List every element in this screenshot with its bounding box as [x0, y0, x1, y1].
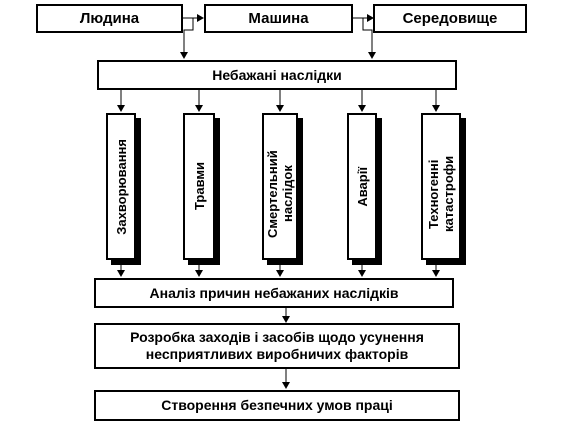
analysis-label: Аналіз причин небажаних наслідків: [149, 284, 399, 301]
machine-box: Машина: [204, 4, 353, 33]
category-diseases-box: Захворювання: [106, 113, 136, 260]
human-label: Людина: [79, 10, 140, 27]
consequences-box: Небажані наслідки: [97, 60, 457, 90]
category-fatal-label: Смертельний наслідок: [265, 150, 295, 238]
category-accidents-label: Аварії: [354, 166, 370, 207]
consequences-label: Небажані наслідки: [212, 66, 342, 83]
measures-box: Розробка заходів і засобів щодо усунення…: [94, 323, 460, 369]
machine-label: Машина: [248, 10, 309, 27]
result-label: Створення безпечних умов праці: [161, 397, 393, 413]
category-injuries-box: Травми: [183, 113, 215, 260]
human-box: Людина: [36, 4, 183, 33]
category-disasters-label: Техногенні катастрофи: [426, 155, 456, 233]
analysis-box: Аналіз причин небажаних наслідків: [94, 278, 454, 308]
category-diseases-label: Захворювання: [113, 138, 129, 235]
category-disasters-box: Техногенні катастрофи: [421, 113, 461, 260]
measures-label: Розробка заходів і засобів щодо усунення…: [130, 329, 424, 362]
category-fatal-box: Смертельний наслідок: [262, 113, 298, 260]
environment-box: Середовище: [373, 4, 527, 33]
environment-label: Середовище: [402, 10, 498, 27]
result-box: Створення безпечних умов праці: [94, 390, 460, 421]
category-accidents-box: Аварії: [347, 113, 377, 260]
category-injuries-label: Травми: [191, 162, 207, 211]
